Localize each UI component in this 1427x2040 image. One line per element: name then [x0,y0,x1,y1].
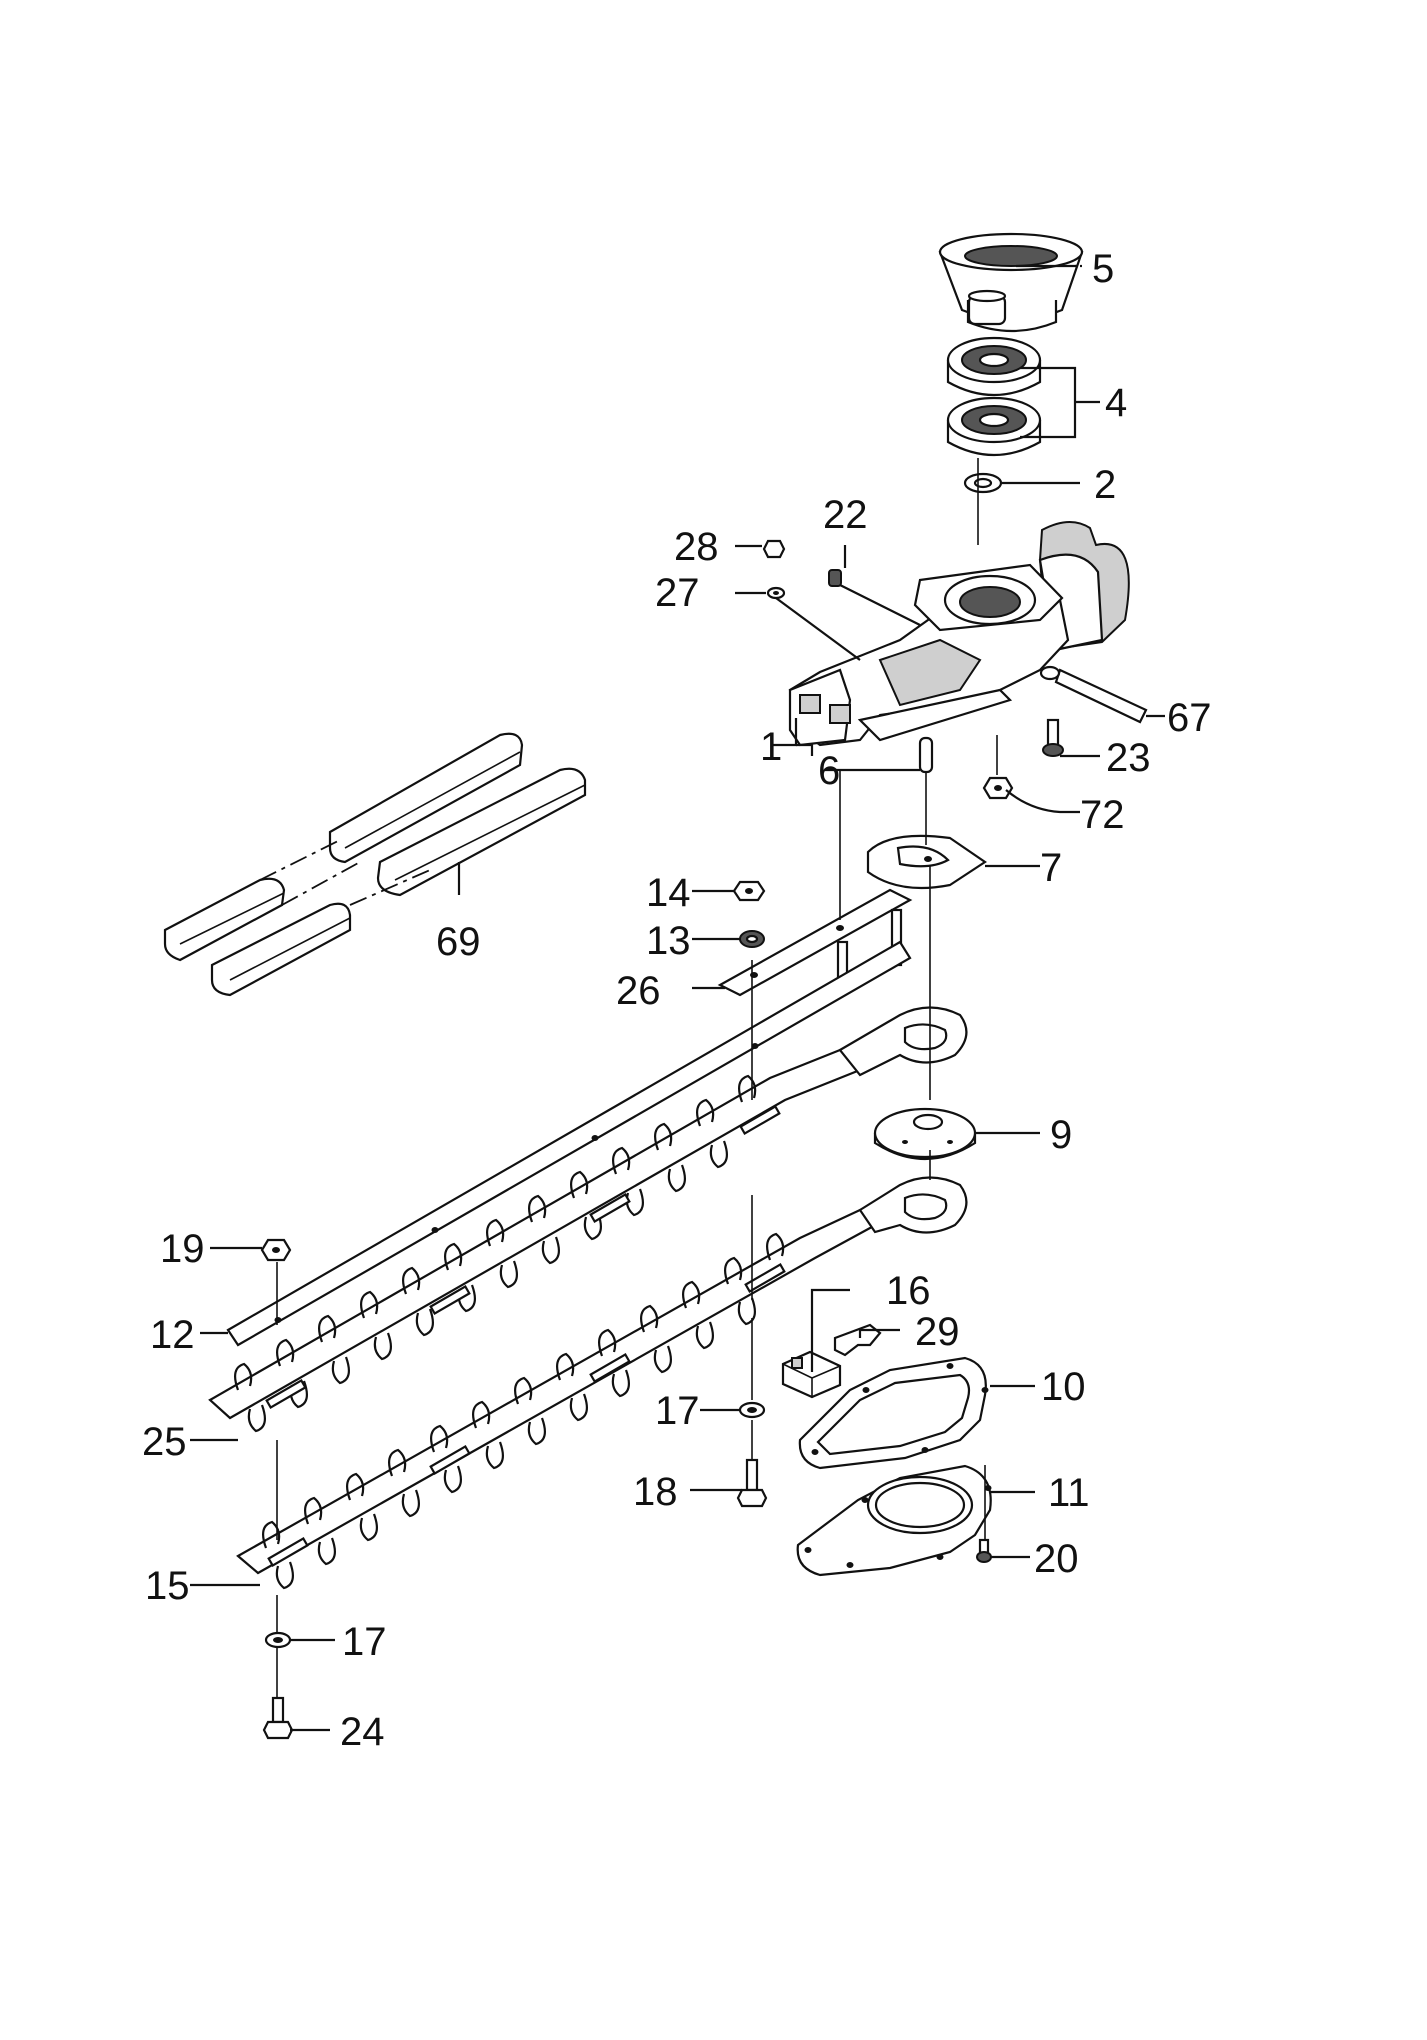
label-part-17-lower: 17 [342,1620,387,1664]
cover-11-part [796,1464,992,1577]
label-part-29: 29 [915,1310,960,1354]
label-part-2: 2 [1094,463,1116,507]
nut-14-part [732,880,766,902]
plate-7-part [866,834,987,890]
label-part-14: 14 [646,871,691,915]
label-part-25: 25 [142,1420,187,1464]
gasket-10-part [798,1356,989,1470]
rod-67-part [1039,665,1148,724]
block-16-part [781,1350,842,1399]
snap-ring-part [963,472,1003,494]
nut-28-part [762,539,786,559]
screw-22-part [828,569,842,587]
label-part-28: 28 [674,525,719,569]
label-part-72: 72 [1080,793,1125,837]
label-part-23: 23 [1106,736,1151,780]
label-part-16: 16 [886,1269,931,1313]
label-part-12: 12 [150,1313,195,1357]
label-part-67: 67 [1167,696,1212,740]
label-part-7: 7 [1040,846,1062,890]
label-part-13: 13 [646,919,691,963]
label-part-26: 26 [616,969,661,1013]
washer-17-lower-part [264,1631,292,1649]
guide-bar-12-part [226,940,912,1347]
label-part-11: 11 [1048,1471,1090,1515]
washer-27-part [766,586,786,600]
label-part-27: 27 [655,571,700,615]
label-part-6: 6 [818,749,840,793]
washer-17-upper-part [738,1401,766,1419]
label-part-22: 22 [823,493,868,537]
assembly-lines [276,458,998,1698]
label-part-5: 5 [1092,247,1114,291]
label-part-20: 20 [1034,1537,1079,1581]
plate-9-part [873,1107,977,1160]
bolt-24-part [262,1696,294,1740]
screw-20-part [976,1538,992,1563]
bearing-pair-part [946,336,1042,456]
bolt-18-part [736,1458,768,1508]
label-part-10: 10 [1041,1365,1086,1409]
pin-6-part [918,736,934,774]
label-part-17-upper: 17 [655,1389,700,1433]
block-29-part [833,1323,882,1357]
bolt-23-part [1042,718,1064,757]
leader-lines [190,264,1165,1732]
clutch-drum-part [938,232,1084,333]
gear-case-part [788,521,1130,747]
label-part-19: 19 [160,1227,205,1271]
lower-blade-15-part [236,1176,968,1590]
part-labels: 5 4 2 22 28 27 1 6 67 23 72 7 69 14 13 2… [142,247,1212,1754]
washer-13-part [739,930,765,948]
label-part-4: 4 [1105,381,1127,425]
label-part-24: 24 [340,1710,385,1754]
label-part-69: 69 [436,920,481,964]
label-part-1: 1 [760,725,782,769]
blade-cover-part [163,732,587,997]
label-part-15: 15 [145,1564,190,1608]
label-part-18: 18 [633,1470,678,1514]
nut-72-part [982,776,1014,800]
upper-blade-25-part [208,1006,968,1433]
label-part-9: 9 [1050,1113,1072,1157]
nut-19-part [260,1238,292,1262]
